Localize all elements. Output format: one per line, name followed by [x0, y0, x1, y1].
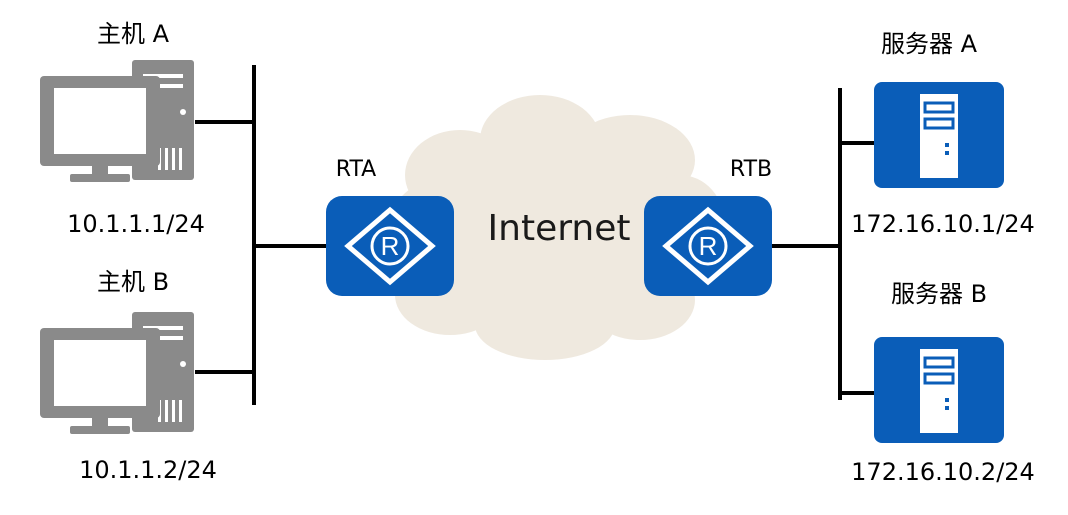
server-a-name: 服务器 A: [881, 30, 978, 58]
router-rtb: R: [644, 196, 772, 296]
router-icon: [644, 196, 772, 296]
router-rta: R: [326, 196, 454, 296]
host-b-ip: 10.1.1.2/24: [79, 456, 217, 484]
host-a: [40, 60, 194, 182]
desktop-computer-icon: [40, 312, 194, 434]
server-a: [874, 82, 1004, 188]
server-b: [874, 337, 1004, 443]
server-a-ip: 172.16.10.1/24: [851, 210, 1035, 238]
server-b-ip: 172.16.10.2/24: [851, 458, 1035, 486]
server-icon: [874, 337, 1004, 443]
router-rtb-glyph: R: [699, 231, 718, 261]
host-b: [40, 312, 194, 434]
host-b-name: 主机 B: [97, 268, 169, 296]
host-a-ip: 10.1.1.1/24: [67, 210, 205, 238]
desktop-computer-icon: [40, 60, 194, 182]
router-icon: [326, 196, 454, 296]
router-rta-glyph: R: [381, 231, 400, 261]
server-icon: [874, 82, 1004, 188]
router-rtb-name: RTB: [730, 157, 772, 182]
host-a-name: 主机 A: [97, 20, 170, 48]
server-b-name: 服务器 B: [891, 280, 987, 308]
router-rta-name: RTA: [336, 157, 376, 182]
links: [195, 65, 874, 405]
cloud-label: Internet: [488, 208, 631, 249]
